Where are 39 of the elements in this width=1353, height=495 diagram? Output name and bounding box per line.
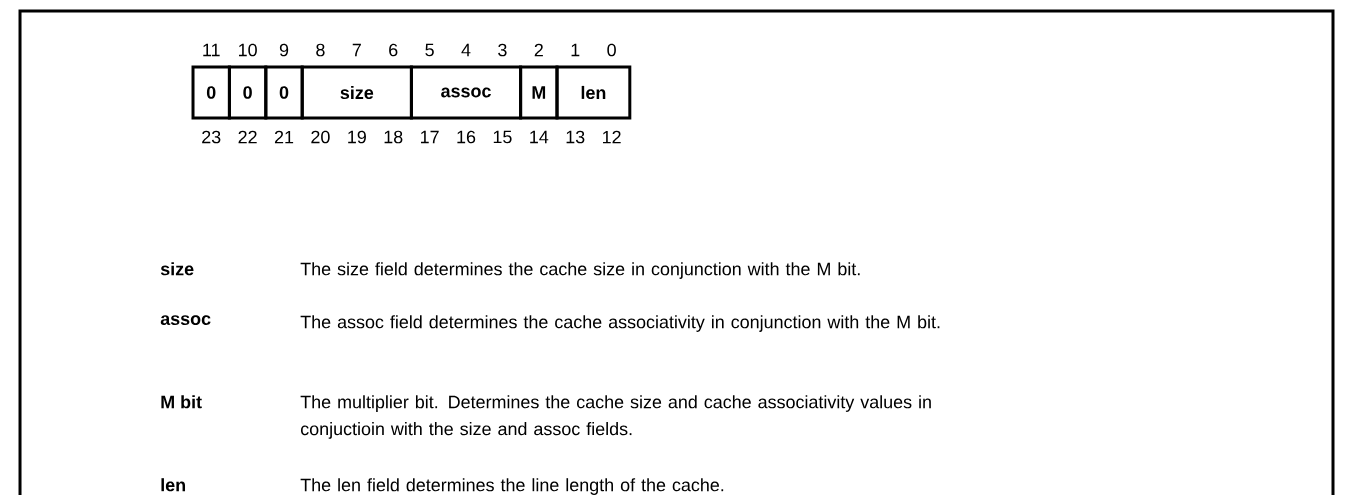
bit-number: 19 <box>348 130 366 144</box>
bit-number: 10 <box>239 43 257 57</box>
bit-field: size <box>300 65 413 120</box>
bit-number: 21 <box>274 130 294 144</box>
bit-number: 0 <box>607 43 616 57</box>
bit-number: 18 <box>384 130 403 144</box>
bit-number: 23 <box>202 130 221 144</box>
bit-field: 0 <box>191 65 231 120</box>
bit-number: 3 <box>498 43 507 57</box>
bit-field: len <box>555 65 632 120</box>
bit-number: 6 <box>389 43 398 57</box>
bit-number: 4 <box>461 43 471 57</box>
bit-number: 16 <box>457 130 476 144</box>
field-description: The size field determines the cache size in conjunction with the M bit. <box>300 262 860 279</box>
bit-number: 11 <box>203 43 220 57</box>
bit-number: 12 <box>603 130 621 144</box>
bit-field: assoc <box>409 65 523 120</box>
bit-field: 0 <box>264 65 304 120</box>
bit-number: 7 <box>352 43 361 57</box>
bit-number: 20 <box>311 130 330 144</box>
bit-field: M <box>519 65 559 120</box>
field-name: len <box>161 478 185 492</box>
bit-number: 15 <box>493 130 512 144</box>
bit-number: 1 <box>571 43 580 57</box>
field-name: size <box>160 262 194 276</box>
bit-number: 5 <box>425 43 434 57</box>
bit-number: 17 <box>421 130 439 144</box>
bit-number: 8 <box>316 43 325 57</box>
bit-number: 14 <box>530 130 549 144</box>
field-name: assoc <box>160 315 211 325</box>
field-description: The multiplier bit. Determines the cache size and cache associativity values in conjuctioin with the size and assoc fields. <box>300 395 931 439</box>
bit-number: 9 <box>279 43 289 57</box>
field-description: The len field determines the line length of the cache. <box>300 478 724 495</box>
bit-number: 13 <box>566 130 585 144</box>
bit-number: 2 <box>534 43 543 57</box>
bit-number: 22 <box>238 130 257 144</box>
field-description: The assoc field determines the cache associativity in conjunction with the M bit. <box>300 315 940 332</box>
bit-field: 0 <box>227 65 268 120</box>
field-name: M bit <box>161 395 202 409</box>
